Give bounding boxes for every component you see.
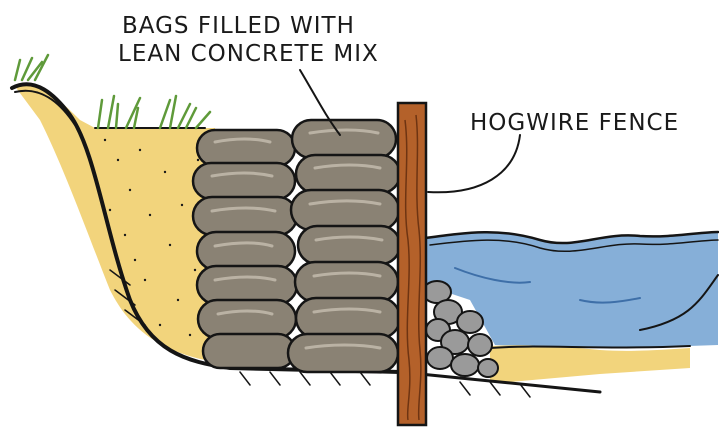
fence-label: HOGWIRE FENCE [470,110,679,136]
bags-label-line2: LEAN CONCRETE MIX [118,41,379,67]
bags-label-line1: BAGS FILLED WITH [122,13,355,39]
sand-bed [490,345,690,382]
sand-backfill [14,84,215,360]
fence-post [398,103,426,425]
fence-leader-line [428,135,520,192]
